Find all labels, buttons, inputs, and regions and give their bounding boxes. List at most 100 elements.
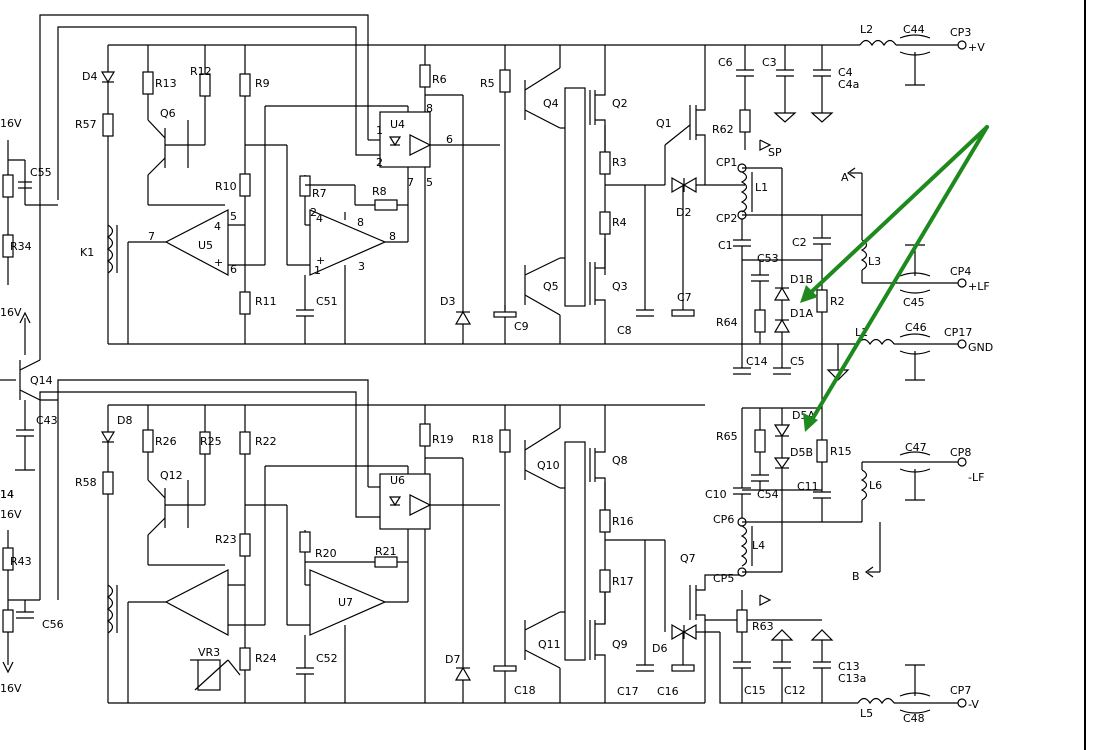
plus-u5b: 4 <box>316 212 323 225</box>
pin-5-u4: 5 <box>426 176 433 189</box>
label-l3: L3 <box>868 255 881 268</box>
label-cp5: CP5 <box>713 572 734 585</box>
label--lf: +LF <box>968 280 990 293</box>
label-c5: C5 <box>790 355 805 368</box>
label-sp: SP <box>768 146 782 159</box>
label-r8: R8 <box>372 185 387 198</box>
pin-2-u5b: 1 <box>314 264 321 277</box>
label-c13a: C13a <box>838 672 866 685</box>
label-l1: L1 <box>755 181 768 194</box>
label-u5: U5 <box>198 239 213 252</box>
label-u4: U4 <box>390 118 405 131</box>
label-d8: D8 <box>117 414 132 427</box>
top-channel <box>39 14 967 408</box>
label-c15: C15 <box>744 684 766 697</box>
label-q4: Q4 <box>543 97 559 110</box>
label-d1b: D1B <box>790 273 813 286</box>
label-c13: C13 <box>838 660 860 673</box>
label-14: 14 <box>0 488 14 501</box>
label-q10: Q10 <box>537 459 560 472</box>
label-cp7: CP7 <box>950 684 971 697</box>
label-c12: C12 <box>784 684 806 697</box>
label-r64: R64 <box>716 316 738 329</box>
label-r16: R16 <box>612 515 634 528</box>
label-k1: K1 <box>80 246 94 259</box>
label-c10: C10 <box>705 488 727 501</box>
label-16v: 16V <box>0 117 22 130</box>
pin-7-u4: 7 <box>407 176 414 189</box>
label-16v: 16V <box>0 682 22 695</box>
label-r25: R25 <box>200 435 222 448</box>
label-c17: C17 <box>617 685 639 698</box>
pin-1-u5b: 8 <box>389 230 396 243</box>
label-r6: R6 <box>432 73 447 86</box>
pin-labels: 5 6 7 4 + 4 + 2 1 8 3 8 1 2 6 8 7 5 <box>148 102 453 277</box>
arrow-head-d5 <box>803 413 818 432</box>
label-q5: Q5 <box>543 280 559 293</box>
label-l6: L6 <box>869 479 882 492</box>
label-r62: R62 <box>712 123 734 136</box>
label-c4: C4 <box>838 66 853 79</box>
label-gnd: GND <box>968 341 993 354</box>
label-q7: Q7 <box>680 552 696 565</box>
label-c8: C8 <box>617 324 632 337</box>
label-c11: C11 <box>797 480 819 493</box>
minus-u5b: + <box>316 254 325 267</box>
arrow-to-d1 <box>804 125 989 299</box>
pin-8-u5b: 8 <box>357 216 364 229</box>
label-c4a: C4a <box>838 78 859 91</box>
label-c46: C46 <box>905 321 927 334</box>
label-r11: R11 <box>255 295 277 308</box>
label-r7: R7 <box>312 187 327 200</box>
label-c2: C2 <box>792 236 807 249</box>
label-q2: Q2 <box>612 97 628 110</box>
label-r19: R19 <box>432 433 454 446</box>
label-b: B <box>852 570 860 583</box>
annotation-arrows <box>800 125 989 432</box>
label-l2: L2 <box>860 23 873 36</box>
pin-3-u4: 2 <box>376 156 383 169</box>
label-c6: C6 <box>718 56 733 69</box>
label-c16: C16 <box>657 685 679 698</box>
label-r58: R58 <box>75 476 97 489</box>
label-cp4: CP4 <box>950 265 971 278</box>
label-r20: R20 <box>315 547 337 560</box>
label-d4: D4 <box>82 70 97 83</box>
pin-5-u5a: 5 <box>230 210 237 223</box>
label-c3: C3 <box>762 56 777 69</box>
label-q9: Q9 <box>612 638 628 651</box>
label-q14: Q14 <box>30 374 53 387</box>
label-l5: L5 <box>860 707 873 720</box>
label-16v: 16V <box>0 306 22 319</box>
label-c52: C52 <box>316 652 338 665</box>
label-r10: R10 <box>215 180 237 193</box>
label-c53: C53 <box>757 252 779 265</box>
label-cp8: CP8 <box>950 446 971 459</box>
label-r63: R63 <box>752 620 774 633</box>
label-l4: L4 <box>752 539 765 552</box>
label-r22: R22 <box>255 435 277 448</box>
label-q8: Q8 <box>612 454 628 467</box>
label-d3: D3 <box>440 295 455 308</box>
label-c55: C55 <box>30 166 52 179</box>
label-u6: U6 <box>390 474 405 487</box>
label-r17: R17 <box>612 575 634 588</box>
label-u7: U7 <box>338 596 353 609</box>
label-r23: R23 <box>215 533 237 546</box>
label-r15: R15 <box>830 445 852 458</box>
label-c43: C43 <box>36 414 58 427</box>
label--v: -V <box>968 698 979 711</box>
pin-8-u4: 8 <box>426 102 433 115</box>
label-q12: Q12 <box>160 469 183 482</box>
label-r2: R2 <box>830 295 845 308</box>
label-16v: 16V <box>0 508 22 521</box>
pin-4-u5b: 3 <box>358 260 365 273</box>
label-d7: D7 <box>445 653 460 666</box>
plus-u5a: 4 <box>214 220 221 233</box>
label-c45: C45 <box>903 296 925 309</box>
label-vr3: VR3 <box>198 646 220 659</box>
label-q11: Q11 <box>538 638 561 651</box>
label-r9: R9 <box>255 77 270 90</box>
